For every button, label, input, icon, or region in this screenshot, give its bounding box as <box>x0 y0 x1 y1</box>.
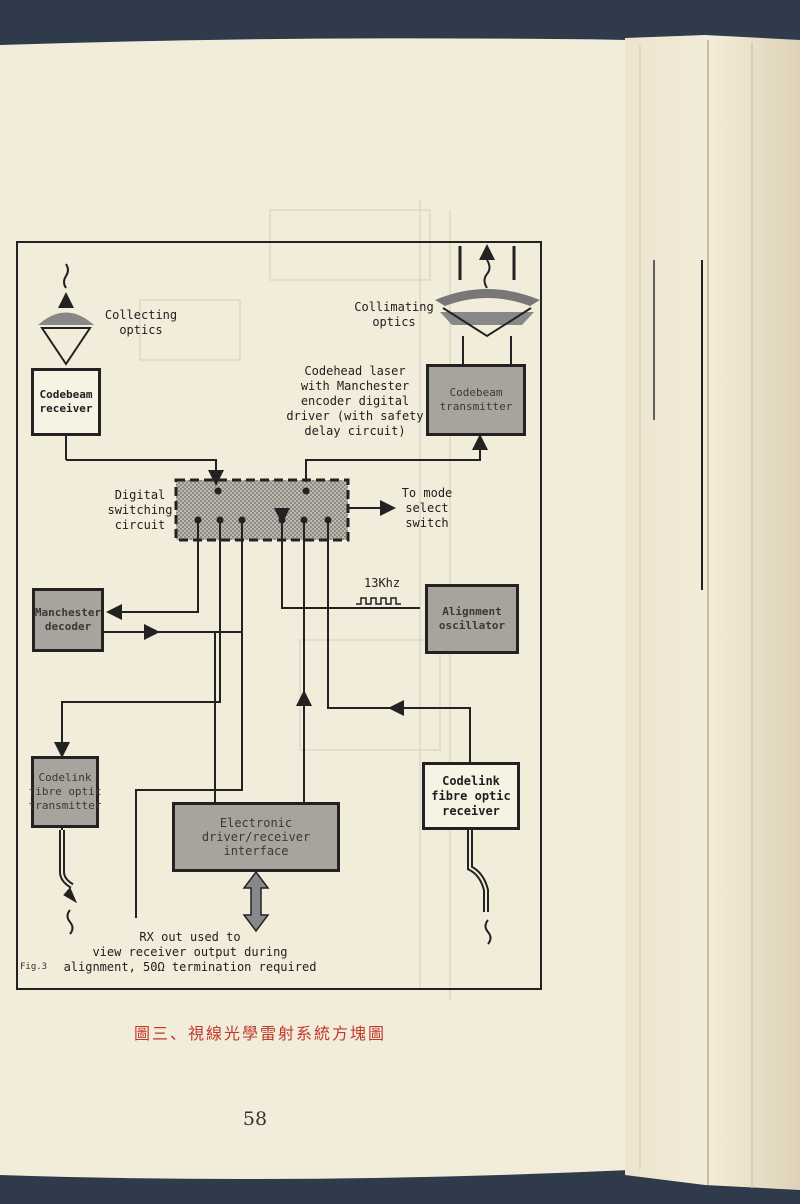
alignment-oscillator-box: Alignment oscillator <box>425 584 519 654</box>
collecting-optics-label: Collecting optics <box>104 308 178 337</box>
page-number: 58 <box>242 1108 268 1130</box>
collimating-optics-label: Collimating optics <box>354 300 434 329</box>
fibre-cable-left-icon <box>59 830 78 935</box>
codelink-transmitter-box: Codelink fibre optic transmitter <box>29 756 101 828</box>
electronic-interface-box: Electronic driver/receiver interface <box>172 802 340 872</box>
square-wave-icon <box>356 597 401 605</box>
digital-switching-label: Digital switching circuit <box>107 488 173 532</box>
figure-caption: 圖三、視線光學雷射系統方塊圖 <box>133 1024 386 1043</box>
figure-frame <box>16 241 542 990</box>
collimating-optics-icon <box>435 244 540 364</box>
codehead-label: Codehead laser with Manchester encoder d… <box>286 364 424 438</box>
page-edges <box>625 35 800 1190</box>
figure-tag: Fig.3 <box>20 962 48 972</box>
digital-switching-circuit <box>174 478 350 542</box>
codebeam-receiver-box: Codebeam receiver <box>31 368 101 436</box>
codelink-receiver-box: Codelink fibre optic receiver <box>422 762 520 830</box>
manchester-decoder-box: Manchester decoder <box>32 588 104 652</box>
fibre-cable-right-icon <box>467 830 492 945</box>
codebeam-transmitter-box: Codebeam transmitter <box>426 364 526 436</box>
to-mode-label: To mode select switch <box>401 486 453 530</box>
rx-out-note: RX out used to view receiver output duri… <box>63 930 317 974</box>
frequency-label: 13Khz <box>364 576 401 590</box>
collecting-optics-icon <box>38 263 94 366</box>
bidirectional-arrow-icon <box>242 870 270 933</box>
